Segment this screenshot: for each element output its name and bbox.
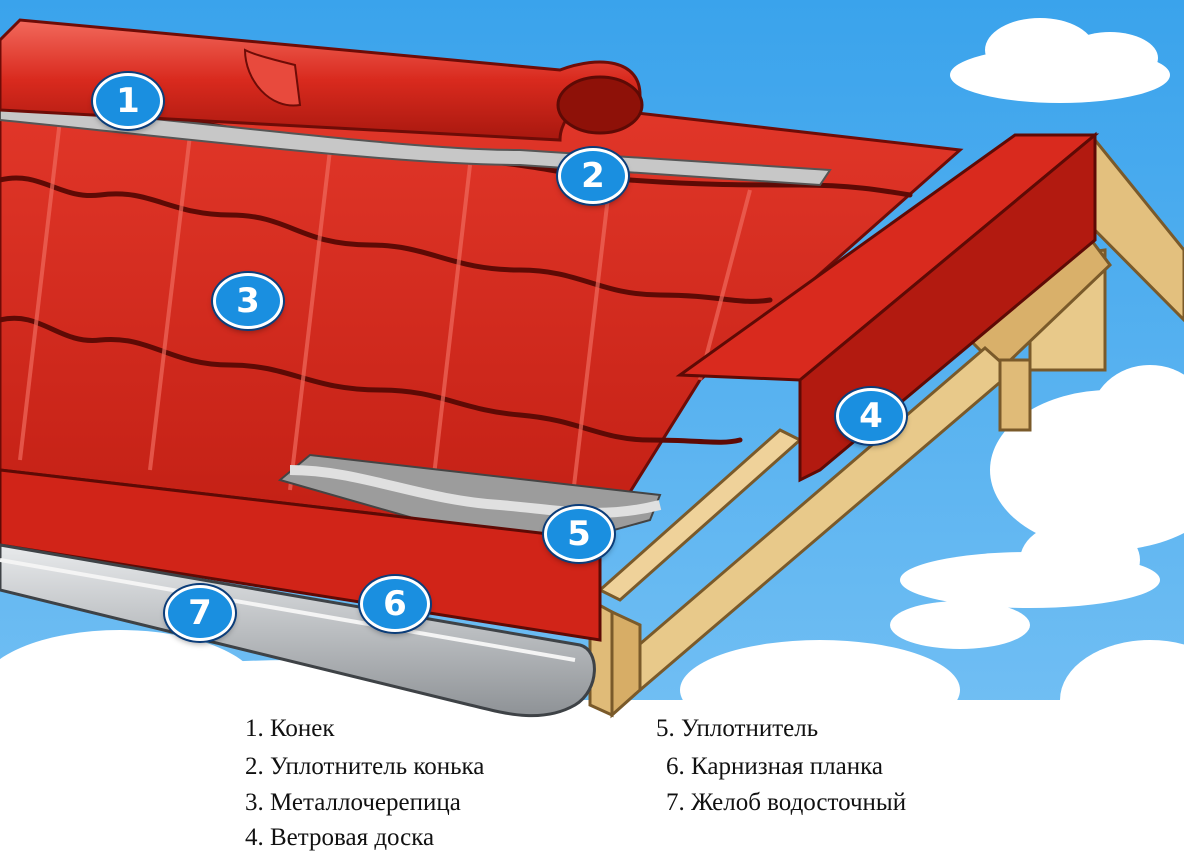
legend: 1. Конек 2. Уплотнитель конька 3. Металл… [0,700,1184,864]
legend-item-wind-board: 4. Ветровая доска [245,824,435,851]
legend-item-ridge-seal: 2. Уплотнитель конька [245,753,485,780]
badge-metal-tile: 3 [213,273,283,329]
badge-eaves-strip: 6 [360,576,430,632]
clouds [0,18,1184,864]
legend-item-seal: 5. Уплотнитель [656,715,819,742]
badge-wind-board: 4 [836,388,906,444]
legend-item-eaves-strip: 6. Карнизная планка [666,753,883,780]
legend-item-gutter: 7. Желоб водосточный [666,789,907,816]
legend-item-metal-tile: 3. Металлочерепица [245,789,461,816]
legend-item-ridge: 1. Конек [245,715,335,742]
badge-ridge-seal: 2 [558,148,628,204]
tile-ribs [18,119,752,521]
badge-gutter: 7 [165,585,235,641]
badge-seal: 5 [544,506,614,562]
badge-ridge: 1 [93,73,163,129]
eaves-strip [0,468,602,642]
wooden-frame [588,136,1184,719]
